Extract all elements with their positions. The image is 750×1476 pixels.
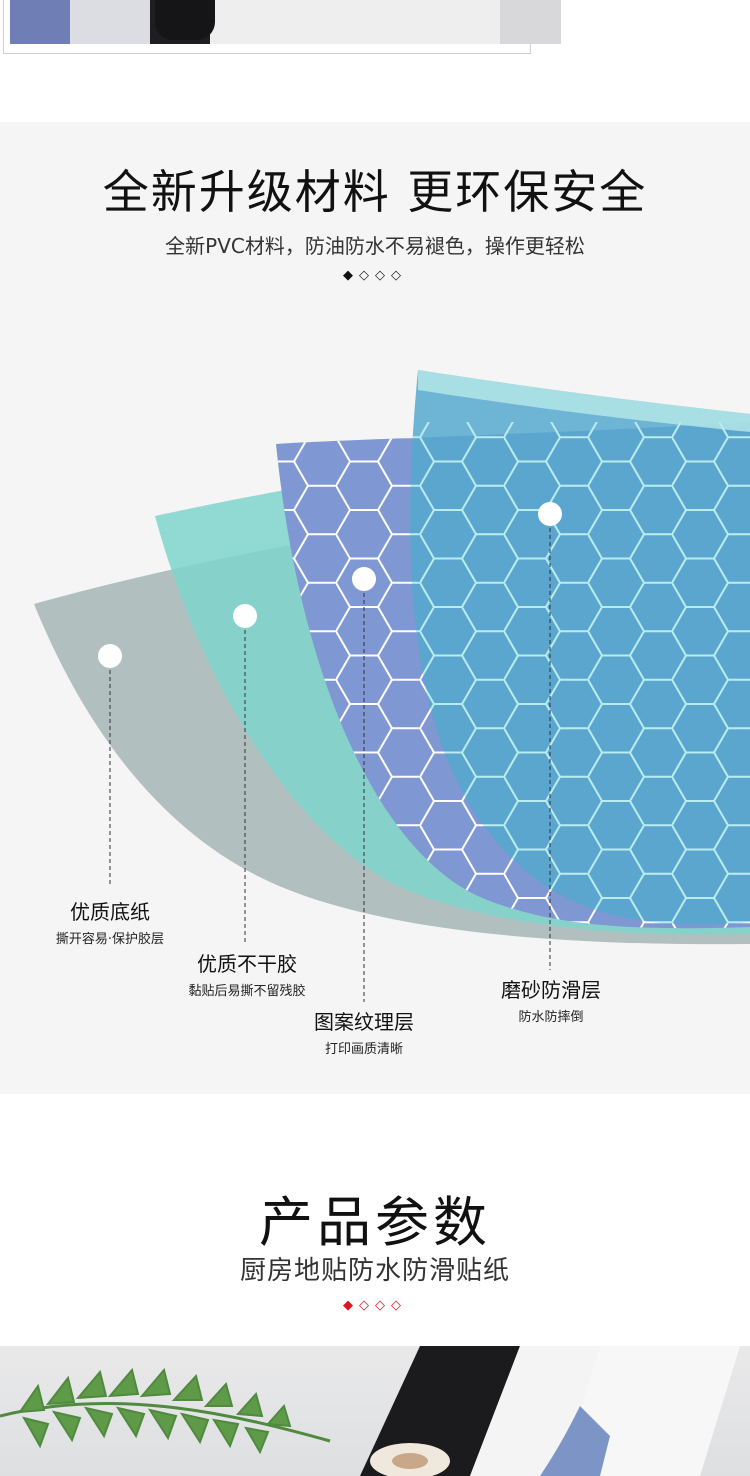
- indicator-active-diamond-icon: ◆: [343, 1298, 359, 1313]
- label-frosted: 磨砂防滑层 防水防摔倒: [492, 974, 610, 1025]
- layer-desc: 打印画质清晰: [324, 1042, 403, 1057]
- indicator-diamond-icon: ◇: [391, 1298, 407, 1313]
- indicator-diamond-icon: ◇: [391, 268, 407, 283]
- product-photo-image: [10, 0, 561, 44]
- top-product-photo: [0, 0, 750, 60]
- material-layers-diagram: [34, 370, 750, 1002]
- params-indicator: ◆◇◇◇: [0, 1298, 750, 1313]
- label-base-paper: 优质底纸 撕开容易·保护胶层: [48, 896, 172, 947]
- layer-name: 磨砂防滑层: [501, 978, 601, 1002]
- leader-dot-frosted: [538, 502, 562, 526]
- indicator-diamond-icon: ◇: [359, 268, 375, 283]
- params-title: 产品参数: [259, 1191, 491, 1254]
- bottom-product-photo: [0, 1346, 750, 1476]
- bottom-photo-image: [0, 1346, 740, 1476]
- layer-desc: 撕开容易·保护胶层: [55, 932, 165, 947]
- label-pattern: 图案纹理层 打印画质清晰: [304, 1006, 424, 1057]
- leader-dot-base-paper: [98, 644, 122, 668]
- layer-desc: 防水防摔倒: [518, 1010, 584, 1025]
- materials-indicator: ◆◇◇◇: [0, 268, 750, 283]
- layer-name: 优质底纸: [70, 900, 150, 924]
- materials-subtitle: 全新PVC材料，防油防水不易褪色，操作更轻松: [165, 234, 585, 258]
- indicator-diamond-icon: ◇: [375, 1298, 391, 1313]
- leader-dot-pattern: [352, 567, 376, 591]
- fern-leaf-icon: [0, 1367, 331, 1455]
- indicator-active-diamond-icon: ◆: [343, 268, 359, 283]
- sticker-rolls: [360, 1346, 740, 1476]
- indicator-diamond-icon: ◇: [359, 1298, 375, 1313]
- indicator-diamond-icon: ◇: [375, 268, 391, 283]
- layer-desc: 黏贴后易撕不留残胶: [188, 984, 306, 999]
- label-adhesive: 优质不干胶 黏贴后易撕不留残胶: [178, 948, 316, 999]
- params-subtitle: 厨房地贴防水防滑贴纸: [239, 1256, 510, 1286]
- leader-dot-adhesive: [233, 604, 257, 628]
- materials-title: 全新升级材料 更环保安全: [102, 165, 648, 219]
- layer-name: 优质不干胶: [197, 952, 297, 976]
- layer-name: 图案纹理层: [314, 1010, 414, 1034]
- materials-section: 全新升级材料 更环保安全 全新PVC材料，防油防水不易褪色，操作更轻松 ◆◇◇◇: [0, 122, 750, 1094]
